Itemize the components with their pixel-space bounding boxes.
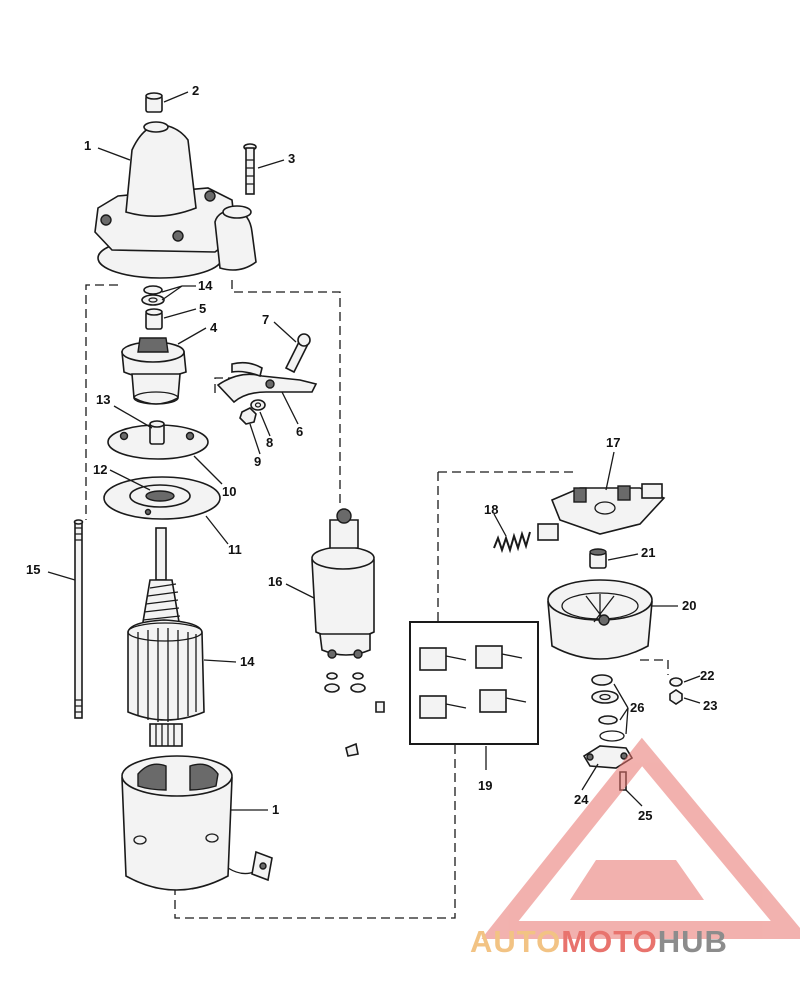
sleeve-part [145, 308, 163, 330]
callout-23: 23 [703, 698, 717, 713]
callout-1-frame: 1 [272, 802, 279, 817]
callout-25: 25 [638, 808, 652, 823]
callout-2: 2 [192, 83, 199, 98]
callout-13: 13 [96, 392, 110, 407]
callout-9: 9 [254, 454, 261, 469]
end-frame-part [547, 579, 653, 660]
callout-11: 11 [228, 542, 242, 557]
watermark-logo-text: AUTOMOTOHUB [470, 924, 800, 964]
watermark-hub: HUB [657, 924, 728, 959]
brush-holder-part [537, 483, 666, 541]
drive-plate-part [107, 420, 209, 460]
shift-lever-part [216, 361, 318, 404]
brush-set-box [409, 621, 539, 745]
end-bushing-part [589, 548, 607, 569]
solenoid-part [311, 508, 385, 757]
thrust-washers-part [591, 674, 625, 742]
callout-20: 20 [682, 598, 696, 613]
callout-labels: 1 2 3 14 5 7 4 13 8 6 9 10 12 11 15 14 1… [26, 83, 717, 823]
callout-14-armature: 14 [240, 654, 255, 669]
callout-14: 14 [198, 278, 213, 293]
callout-4: 4 [210, 320, 218, 335]
callout-10: 10 [222, 484, 236, 499]
callout-18: 18 [484, 502, 498, 517]
washer-part [141, 285, 165, 306]
callout-1: 1 [84, 138, 91, 153]
drive-housing-part [94, 121, 257, 279]
callout-12: 12 [93, 462, 107, 477]
callout-15: 15 [26, 562, 40, 577]
callout-6: 6 [296, 424, 303, 439]
callout-17: 17 [606, 435, 620, 450]
drive-pinion-part [121, 337, 187, 405]
watermark-auto: AUTO [470, 924, 562, 959]
watermark-logo-mark [481, 737, 800, 939]
callout-7: 7 [262, 312, 269, 327]
callout-22: 22 [700, 668, 714, 683]
pivot-pin-part [284, 333, 311, 374]
watermark-moto: MOTO [561, 924, 658, 959]
callout-24: 24 [574, 792, 589, 807]
bolt-part [243, 143, 257, 195]
bushing-part [145, 92, 163, 113]
end-washer-nut-parts [669, 677, 683, 705]
callout-19: 19 [478, 778, 492, 793]
assembly-guide-lines [85, 280, 669, 919]
leader-lines [47, 91, 701, 811]
callout-3: 3 [288, 151, 295, 166]
gasket-plate-part [103, 476, 221, 520]
through-bolt-part [73, 519, 84, 719]
callout-21: 21 [641, 545, 655, 560]
brush-spring-part [493, 530, 531, 554]
washer-nut-parts [239, 399, 266, 425]
callout-16: 16 [268, 574, 282, 589]
callout-26: 26 [630, 700, 644, 715]
callout-5: 5 [199, 301, 206, 316]
field-frame-part [121, 755, 273, 891]
armature-part [127, 527, 205, 747]
callout-8: 8 [266, 435, 273, 450]
